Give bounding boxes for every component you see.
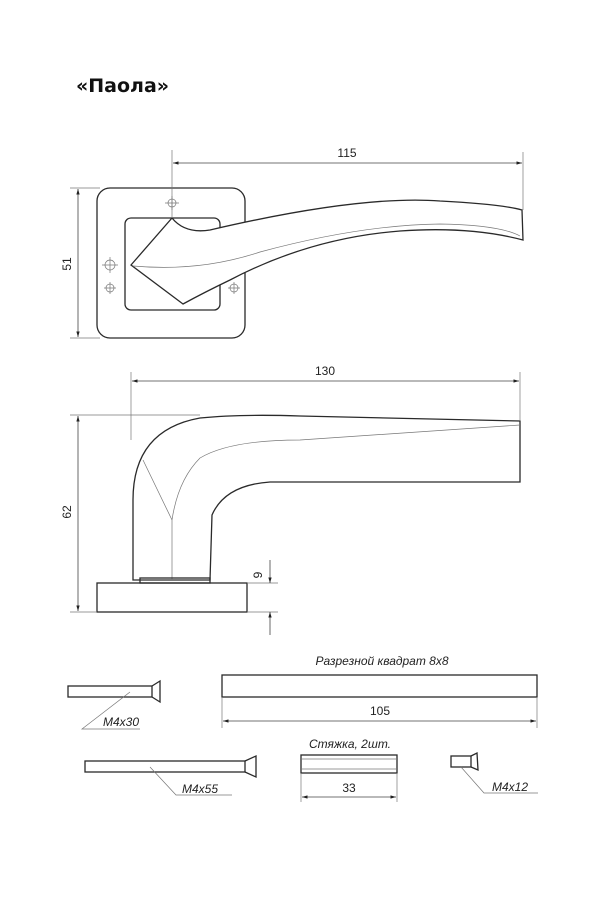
spindle-length-label: 105 (370, 704, 390, 718)
spindle-label: Разрезной квадрат 8х8 (315, 654, 448, 668)
screw-m4x55-label: M4x55 (182, 782, 218, 796)
neck-collar (139, 577, 211, 584)
connector-length-label: 33 (342, 781, 356, 795)
lever-side-ridge (142, 424, 521, 580)
screw-m4x30: M4x30 (67, 679, 161, 730)
dimension-115-label: 115 (337, 146, 356, 160)
dimension-62-label: 62 (60, 505, 74, 519)
dimension-9-label: 9 (251, 571, 265, 578)
dimension-130-label: 130 (315, 364, 335, 378)
spindle: Разрезной квадрат 8х8 105 (221, 654, 538, 728)
lever-ridge (132, 223, 521, 268)
parts: M4x30 Разрезной квадрат 8х8 105 Стяжка, … (67, 654, 538, 802)
connector: Стяжка, 2шт. 33 (300, 737, 398, 802)
lever-top (130, 199, 524, 305)
dimension-51-label: 51 (60, 257, 74, 271)
screw-m4x55: M4x55 (84, 754, 257, 796)
screw-m4x30-label: M4x30 (103, 715, 139, 729)
screw-m4x12: M4x12 (450, 751, 538, 794)
connector-label: Стяжка, 2шт. (309, 737, 391, 751)
side-view: 130 62 9 (60, 364, 521, 635)
base-plate (96, 582, 248, 613)
top-view: 115 51 (60, 146, 524, 339)
lever-side (132, 414, 521, 581)
screw-m4x12-label: M4x12 (492, 780, 528, 794)
product-title: «Паола» (76, 75, 169, 97)
